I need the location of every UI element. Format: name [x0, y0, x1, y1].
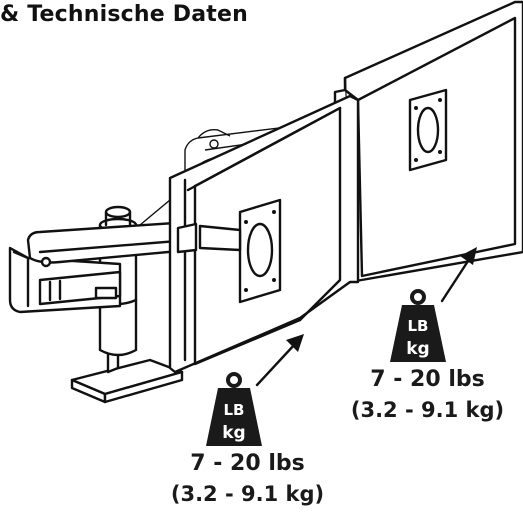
left-weight-metric: (3.2 - 9.1 kg) — [170, 481, 325, 506]
right-weight-capacity: 7 - 20 lbs (3.2 - 9.1 kg) — [330, 365, 523, 425]
right-weight-icon: LB kg — [390, 289, 446, 362]
left-weight-icon-bottom: kg — [222, 423, 245, 443]
left-weight-capacity: 7 - 20 lbs (3.2 - 9.1 kg) — [150, 449, 345, 509]
right-weight-icon-top: LB — [408, 317, 429, 335]
left-weight-arrow — [255, 334, 304, 387]
right-weight-arrow — [440, 247, 477, 303]
left-monitor — [168, 94, 360, 374]
right-weight-metric: (3.2 - 9.1 kg) — [350, 397, 505, 422]
right-weight-icon-bottom: kg — [406, 339, 429, 359]
right-weight-range: 7 - 20 lbs — [370, 367, 485, 392]
section-title: & Technische Daten — [0, 2, 248, 27]
left-weight-icon-top: LB — [224, 401, 245, 419]
left-weight-icon: LB kg — [206, 372, 262, 446]
left-weight-range: 7 - 20 lbs — [190, 451, 305, 476]
right-monitor — [333, 0, 523, 284]
